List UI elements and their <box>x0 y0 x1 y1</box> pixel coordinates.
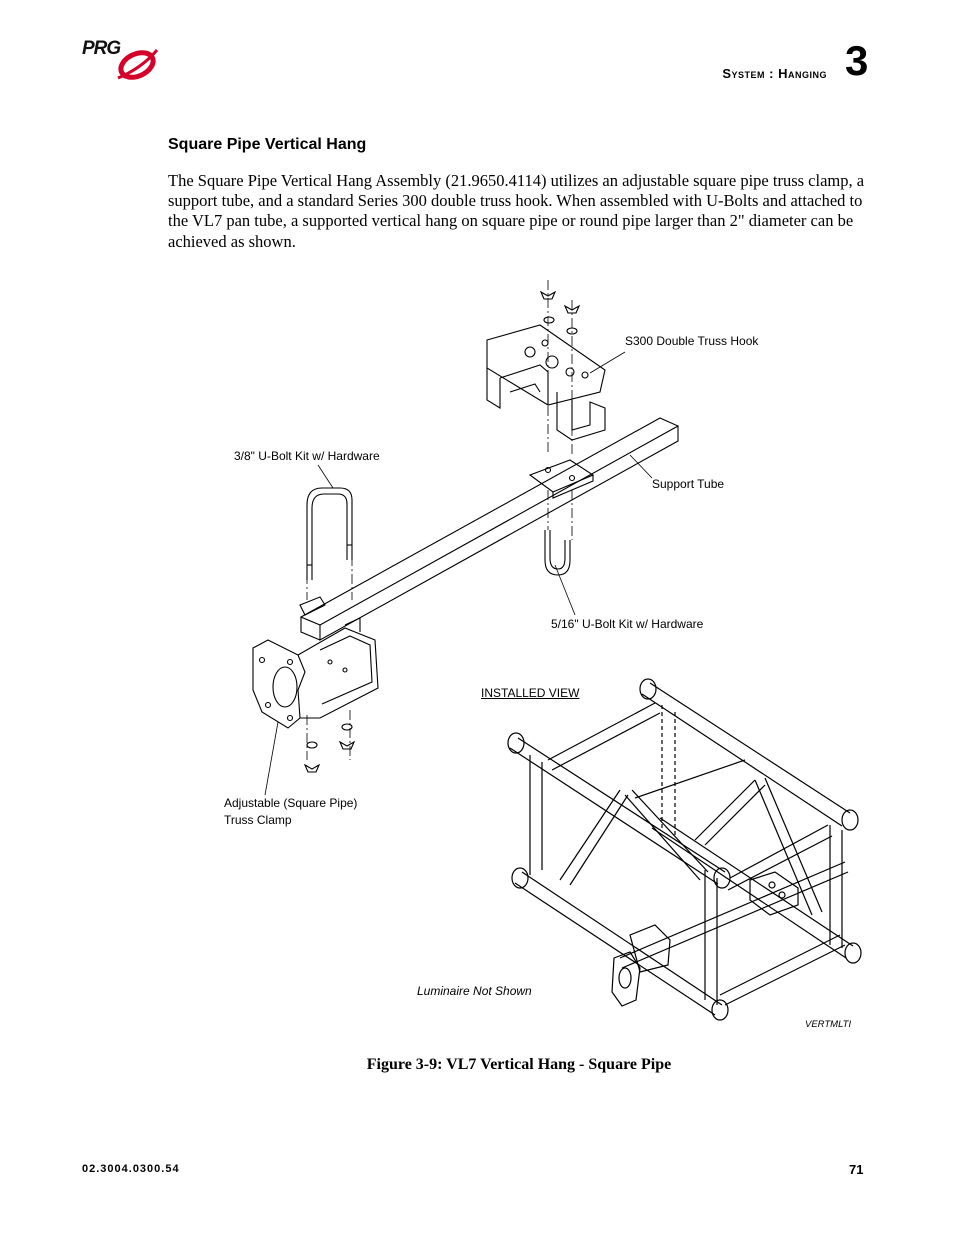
label-ubolt-516: 5/16" U-Bolt Kit w/ Hardware <box>551 617 704 631</box>
label-ubolt-38: 3/8" U-Bolt Kit w/ Hardware <box>234 449 380 463</box>
ubolt-516-drawing <box>544 530 571 576</box>
section-heading: Square Pipe Vertical Hang <box>168 136 367 153</box>
footer-page-number: 71 <box>849 1162 864 1177</box>
truss-clamp-drawing <box>252 596 379 773</box>
logo-text: PRG <box>82 38 121 59</box>
body-paragraph: The Square Pipe Vertical Hang Assembly (… <box>168 171 865 251</box>
label-truss-hook: S300 Double Truss Hook <box>625 334 759 348</box>
footer-doc-number: 02.3004.0300.54 <box>82 1163 180 1175</box>
prg-logo: PRG <box>82 38 162 84</box>
label-truss-clamp-line1: Adjustable (Square Pipe) <box>224 796 358 810</box>
ubolt-38-drawing <box>306 487 353 580</box>
truss-hook-drawing <box>486 324 606 441</box>
installed-truss-drawing <box>507 678 862 1021</box>
figure-caption: Figure 3-9: VL7 Vertical Hang - Square P… <box>366 1056 672 1073</box>
leader-lines <box>264 351 653 796</box>
label-support-tube: Support Tube <box>652 477 725 491</box>
logo-swoosh-icon <box>117 49 159 80</box>
drawing-code: VERTMLTI <box>805 1019 852 1030</box>
label-truss-clamp-line2: Truss Clamp <box>224 813 292 827</box>
label-installed-view: INSTALLED VIEW <box>481 686 580 700</box>
support-tube-drawing <box>299 417 680 641</box>
top-hardware <box>539 290 581 335</box>
chapter-number: 3 <box>845 37 869 84</box>
header-section-title: System : Hanging <box>722 66 827 81</box>
label-luminaire-note: Luminaire Not Shown <box>417 984 532 998</box>
